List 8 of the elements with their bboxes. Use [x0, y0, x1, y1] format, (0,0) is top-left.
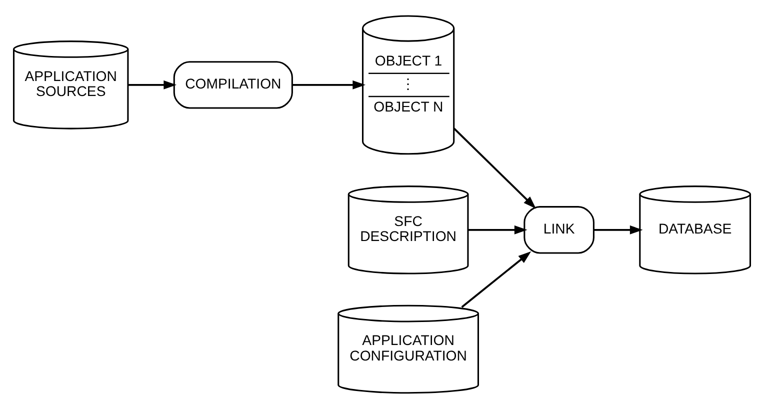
arrow — [468, 224, 528, 234]
arrow — [292, 80, 366, 89]
arrow — [128, 80, 177, 89]
node-box: COMPILATION — [173, 60, 293, 108]
arrow — [594, 224, 643, 234]
arrow — [453, 127, 536, 208]
node-box: LINK — [524, 206, 594, 254]
arrow — [461, 250, 532, 308]
